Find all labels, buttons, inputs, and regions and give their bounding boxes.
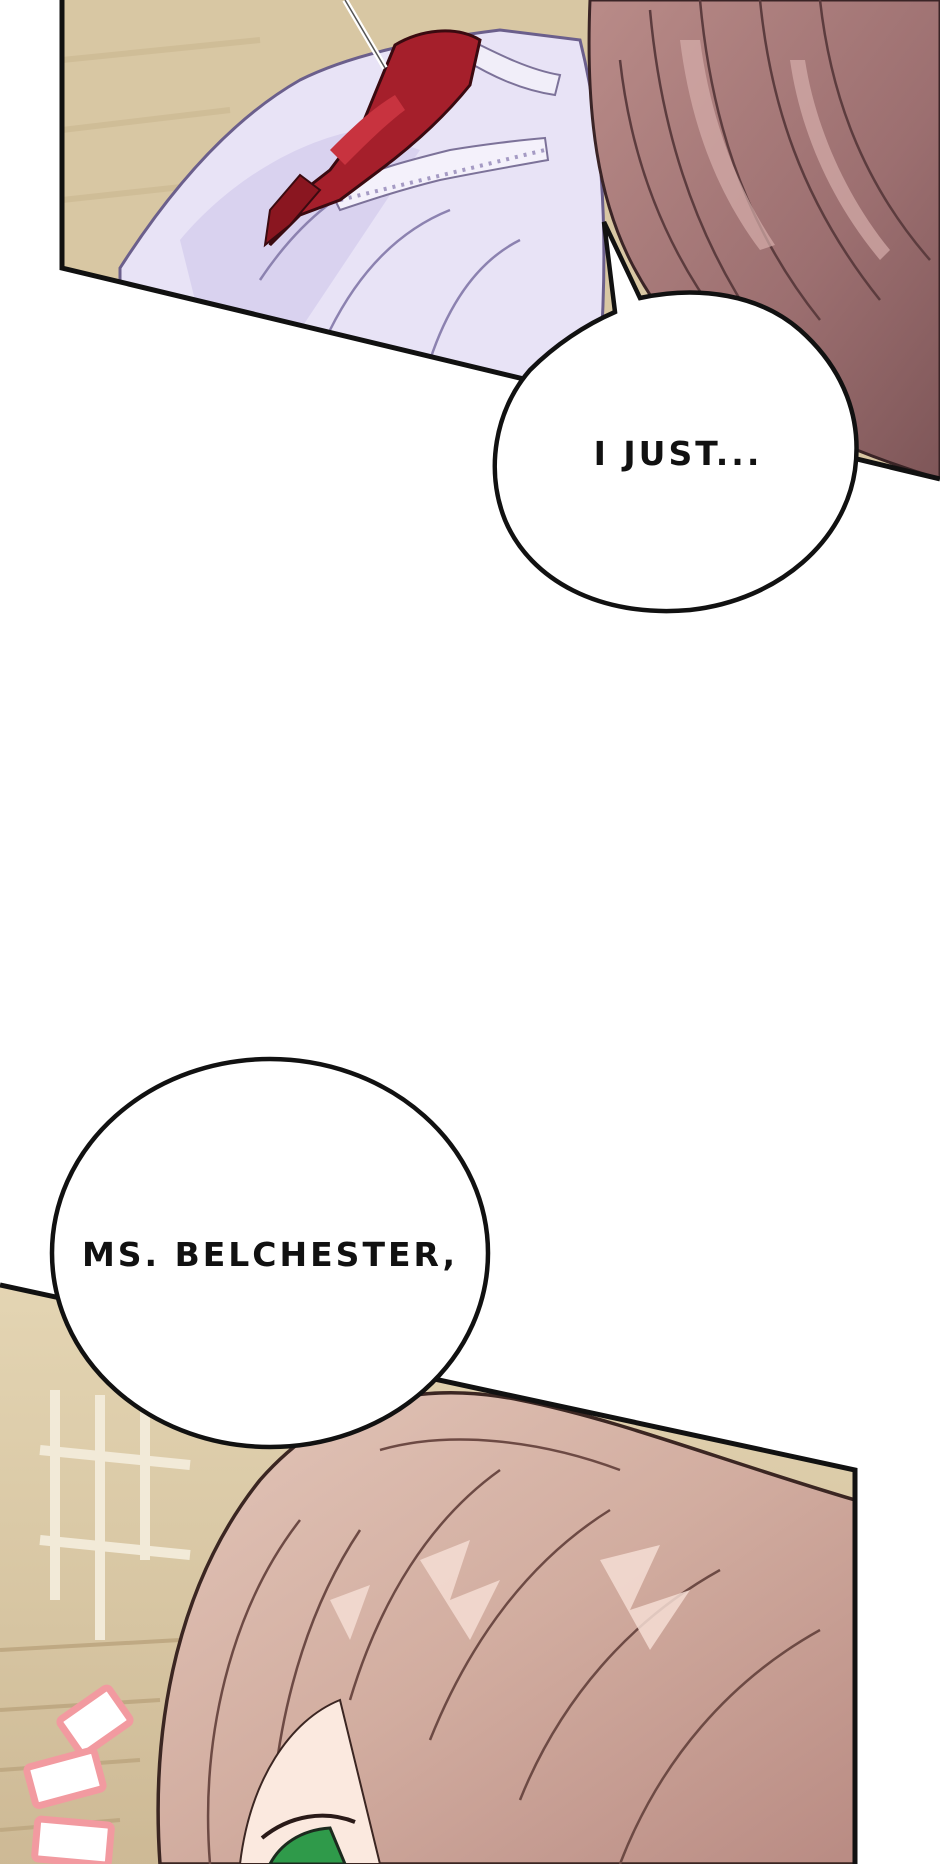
speech-bubble-1-shape — [492, 221, 859, 614]
hair-strand-lines — [618, 0, 931, 331]
lace-ruffle — [328, 136, 550, 212]
action-mark — [23, 1747, 107, 1809]
railing — [39, 1390, 191, 1640]
red-ribbon — [268, 29, 482, 247]
upper-lace — [463, 38, 562, 97]
speech-bubble-2-text: MS. BELCHESTER, — [82, 1235, 458, 1274]
top-panel — [59, 0, 940, 482]
hair-highlights-bottom — [330, 1540, 690, 1650]
action-mark — [31, 1815, 115, 1864]
ribbon-tail — [263, 173, 322, 248]
speech-bubble-1-text: I JUST... — [594, 434, 763, 473]
hair-strand-outline — [344, 0, 386, 69]
speech-bubble-2-shape — [49, 1056, 491, 1450]
red-ribbon-highlight — [330, 95, 405, 165]
eyelash — [260, 1813, 356, 1840]
speech-bubble-2: MS. BELCHESTER, — [49, 1056, 491, 1450]
face-skin — [238, 1698, 382, 1864]
action-marks — [23, 1684, 134, 1864]
action-mark — [56, 1684, 134, 1758]
hair-highlights — [680, 40, 890, 260]
green-eye — [267, 1826, 348, 1864]
speech-bubble-1: I JUST... — [492, 221, 859, 614]
hair-strands-bottom — [206, 1438, 821, 1864]
